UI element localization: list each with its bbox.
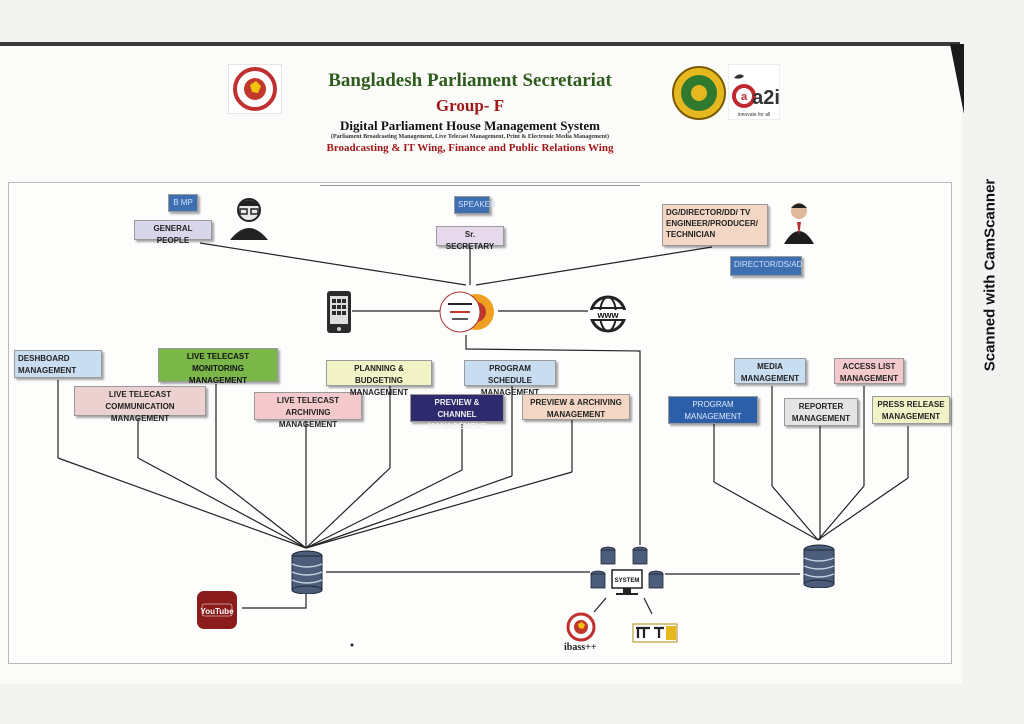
system-subtitle: (Parliament Broadcasting Management, Liv…: [330, 134, 610, 140]
svg-text:SYSTEM: SYSTEM: [615, 578, 640, 584]
header-divider: [320, 185, 640, 186]
stray-mark: [350, 634, 356, 647]
speaker-tag: SPEAKER: [454, 196, 496, 214]
page-corner-shadow: [950, 44, 964, 114]
ibass-logo: [566, 612, 596, 642]
businessman-icon: [782, 200, 816, 244]
svg-text:a: a: [741, 91, 748, 103]
svg-text:www: www: [596, 310, 619, 320]
module-reporter: REPORTER MANAGEMENT: [784, 398, 858, 426]
mp-tag: B MP: [168, 194, 198, 212]
a2i-logo: a a2i innovate for all: [727, 63, 781, 121]
module-live-telecast-archiving: LIVE TELECAST ARCHIVING MANAGEMENT: [254, 392, 362, 429]
right-database-icon: [802, 544, 836, 589]
bangladesh-seal-logo: [672, 64, 726, 122]
svg-text:YouTube: YouTube: [200, 607, 234, 616]
module-access-list: ACCESS LIST MANAGEMENT: [834, 358, 904, 384]
left-database-icon: [290, 550, 324, 595]
dg-director-box: DG/DIRECTOR/DD/ TV ENGINEER/PRODUCER/ TE…: [662, 204, 768, 246]
module-press-release: PRESS RELEASE MANAGEMENT: [872, 396, 950, 424]
module-dashboard: DESHBOARD MANAGEMENT: [14, 350, 102, 378]
director-tag: DIRECTOR/DS/AD: [730, 256, 802, 276]
sr-secretary-box: Sr. SECRETARY: [436, 226, 504, 251]
ek-sheba-hub-icon: [438, 288, 498, 336]
system-title: Digital Parliament House Management Syst…: [340, 118, 600, 133]
module-preview-channel: PREVIEW & CHANNEL MANAGEMENT: [410, 394, 504, 431]
module-program-schedule: PROGRAM SCHEDULE MANAGEMENT: [464, 360, 556, 397]
globe-www-icon: www: [586, 294, 630, 334]
org-title: Bangladesh Parliament Secretariat: [328, 70, 612, 91]
page-edge: [0, 42, 960, 46]
youtube-logo: YouTube: [196, 590, 238, 630]
central-system-icon: SYSTEM: [588, 544, 666, 600]
module-live-telecast-communication: LIVE TELECAST COMMUNICATION MANAGEMENT: [74, 386, 206, 423]
module-planning-budgeting: PLANNING & BUDGETING MANAGEMENT: [326, 360, 432, 397]
general-people-box: GENERAL PEOPLE: [134, 220, 212, 245]
wing-title: Broadcasting & IT Wing, Finance and Publ…: [326, 142, 614, 154]
module-live-telecast-monitoring: LIVE TELECAST MONITORING MANAGEMENT: [158, 348, 278, 385]
svg-text:innovate for all: innovate for all: [738, 112, 771, 118]
ibass-label: ibass++: [564, 642, 597, 653]
mobile-phone-icon: [326, 290, 352, 334]
svg-text:a2i: a2i: [752, 87, 780, 109]
module-preview-archiving: PREVIEW & ARCHIVING MANAGEMENT: [522, 394, 630, 420]
person-glasses-icon: [226, 196, 272, 240]
group-title: Group- F: [435, 96, 505, 115]
parliament-logo: [227, 63, 283, 115]
info-portal-logo: [632, 622, 678, 644]
module-program: PROGRAM MANAGEMENT: [668, 396, 758, 424]
module-media: MEDIA MANAGEMENT: [734, 358, 806, 384]
